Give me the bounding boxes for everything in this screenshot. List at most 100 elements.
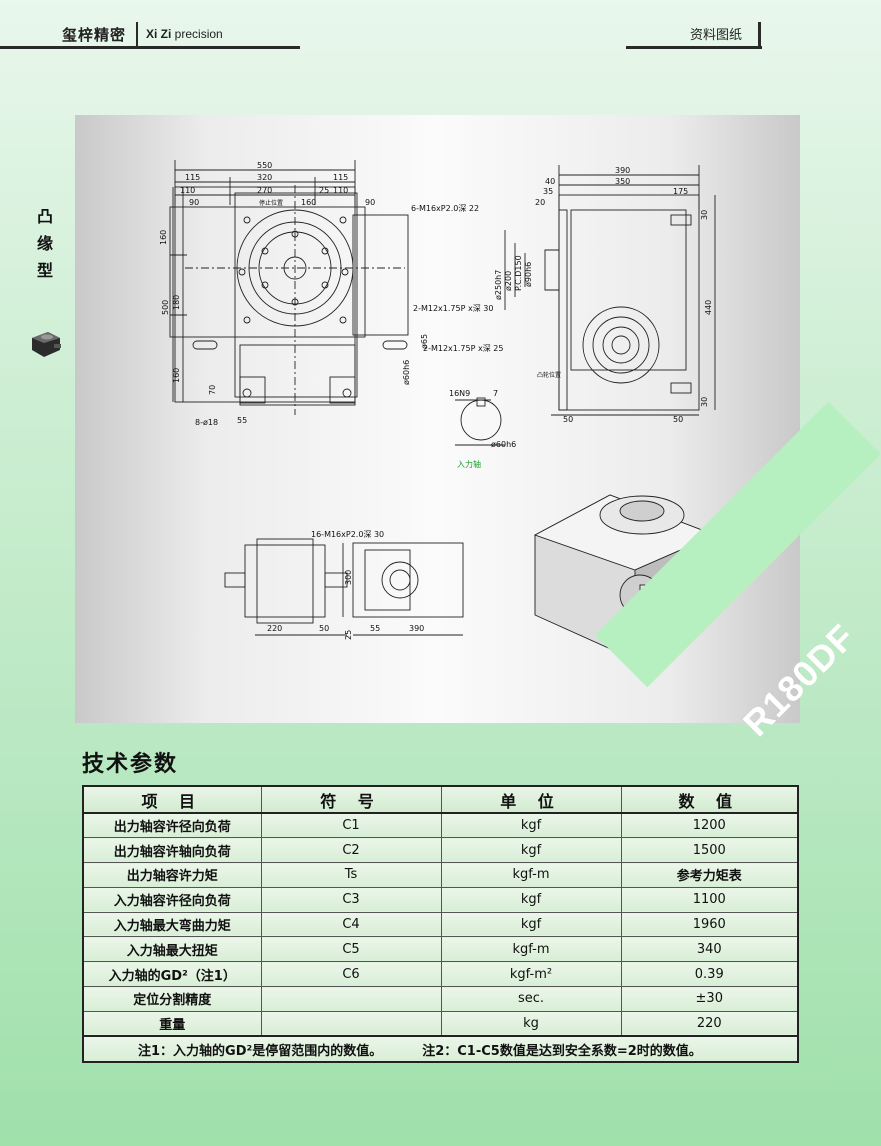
dim-side: 440 [704, 300, 713, 315]
cell-item: 重量 [82, 1010, 262, 1037]
brand-english-rest: precision [171, 27, 223, 41]
cell-symbol: C4 [260, 911, 442, 938]
dim-side: 35 [543, 187, 553, 196]
dim-left: 500 [161, 300, 170, 315]
dim-side: P.C.D150 [514, 255, 523, 291]
brand-english: Xi Zi precision [146, 27, 223, 41]
header-rule-tick [758, 22, 761, 48]
cell-item: 出力轴容许轴向负荷 [82, 837, 262, 864]
cell-unit: sec. [440, 986, 622, 1012]
table-row: 入力轴的GD²（注1） C6 kgf-m² 0.39 [82, 961, 799, 988]
callout: 6-M16xP2.0深 22 [411, 204, 479, 213]
dim-bottom: 8-ø18 [195, 418, 218, 427]
cell-unit: kgf-m² [440, 961, 622, 988]
drawing-panel: 550 115 320 115 110 270 25 110 90 160 90… [75, 115, 881, 744]
cell-symbol: C3 [260, 886, 442, 913]
callout: 7 [493, 389, 498, 398]
table-row: 重量 kg 220 [82, 1010, 799, 1037]
cell-value: ±30 [620, 986, 799, 1012]
dim-side: 50 [673, 415, 683, 424]
cell-symbol [260, 986, 442, 1012]
cell-unit: kgf [440, 911, 622, 938]
cell-value: 220 [620, 1010, 799, 1037]
cell-symbol [260, 1010, 442, 1037]
table-row: 入力轴容许径向负荷 C3 kgf 1100 [82, 886, 799, 913]
cell-value: 340 [620, 936, 799, 963]
cell-symbol: C6 [260, 961, 442, 988]
dim-lower: 220 [267, 624, 282, 633]
dim-side: 50 [563, 415, 573, 424]
table-header-row: 项 目 符 号 单 位 数 值 [82, 785, 799, 814]
col-header-symbol: 符 号 [260, 785, 442, 814]
cell-item: 入力轴最大扭矩 [82, 936, 262, 963]
dim-top: 160 [301, 198, 316, 207]
dim-left: 160 [172, 368, 181, 383]
callout: 停止位置 [259, 199, 283, 207]
cell-value: 1200 [620, 812, 799, 839]
table-row: 入力轴最大扭矩 C5 kgf-m 340 [82, 936, 799, 963]
cell-unit: kgf [440, 812, 622, 839]
note-1: 注1：入力轴的GD²是停留范围内的数值。 [138, 1043, 383, 1059]
cell-symbol: C2 [260, 837, 442, 864]
callout: 2-M12x1.75P x深 30 [413, 304, 493, 313]
header-brand-box [54, 22, 138, 46]
dim-top: 25 [319, 186, 329, 195]
dim-top: 110 [180, 186, 195, 195]
dim-left: 180 [172, 295, 181, 310]
doc-type: 资料图纸 [690, 28, 743, 43]
cell-item: 入力轴容许径向负荷 [82, 886, 262, 913]
cell-symbol: C5 [260, 936, 442, 963]
front-view-body [174, 186, 356, 403]
dim-side: ø200 [504, 271, 513, 291]
cell-value: 参考力矩表 [620, 862, 799, 888]
cell-unit: kg [440, 1010, 622, 1037]
category-char: 型 [36, 261, 53, 280]
dim-left: 160 [159, 230, 168, 245]
cell-unit: kgf-m [440, 936, 622, 963]
header-rule-left [0, 46, 300, 49]
dim-lower: 390 [409, 624, 424, 633]
callout: 16N9 [449, 389, 470, 398]
table-row: 定位分割精度 sec. ±30 [82, 986, 799, 1012]
cell-value: 0.39 [620, 961, 799, 988]
dim-lower: 300 [344, 570, 353, 585]
dim-lower: 55 [370, 624, 380, 633]
dim-side: 390 [615, 166, 630, 175]
cell-value: 1500 [620, 837, 799, 864]
cell-value: 1960 [620, 911, 799, 938]
table-notes-row: 注1：入力轴的GD²是停留范围内的数值。注2：C1-C5数值是达到安全系数=2时… [82, 1035, 799, 1063]
brand-english-bold: Xi Zi [146, 27, 172, 41]
cell-unit: kgf-m [440, 862, 622, 888]
spec-table: 项 目 符 号 单 位 数 值 出力轴容许径向负荷 C1 kgf 1200 出力… [82, 785, 799, 1064]
dim-top: 110 [333, 186, 348, 195]
dim-side: 175 [673, 187, 688, 196]
col-header-unit: 单 位 [440, 785, 622, 814]
dim-side: ø90h6 [524, 262, 533, 287]
dim-side: ø250h7 [494, 270, 503, 300]
technical-drawing: 550 115 320 115 110 270 25 110 90 160 90… [159, 160, 717, 662]
cell-unit: kgf [440, 886, 622, 913]
dim-top-overall: 550 [257, 161, 272, 170]
section-title: 技术参数 [82, 752, 179, 777]
dim-top: 320 [257, 173, 272, 182]
cell-item: 出力轴容许力矩 [82, 862, 262, 888]
dim-top: 270 [257, 186, 272, 195]
side-view-body [558, 194, 700, 411]
dim-lower: 25 [344, 630, 353, 640]
dim-side: 30 [700, 210, 709, 220]
dim-lower: 50 [319, 624, 329, 633]
table-notes: 注1：入力轴的GD²是停留范围内的数值。注2：C1-C5数值是达到安全系数=2时… [82, 1035, 799, 1063]
input-shaft-label: 入力轴 [457, 459, 481, 469]
cell-symbol: Ts [260, 862, 442, 888]
category-char: 缘 [36, 234, 53, 253]
category-label: 凸 缘 型 [34, 203, 56, 284]
dim-side: 20 [535, 198, 545, 207]
dim-top: 115 [185, 173, 200, 182]
dim-top: 90 [365, 198, 375, 207]
cell-item: 入力轴的GD²（注1） [82, 961, 262, 988]
table-row: 出力轴容许轴向负荷 C2 kgf 1500 [82, 837, 799, 864]
brand-logo: 玺梓精密 [62, 26, 127, 44]
dim-bottom: 55 [237, 416, 247, 425]
cell-value: 1100 [620, 886, 799, 913]
callout: 2-M12x1.75P x深 25 [423, 344, 503, 353]
